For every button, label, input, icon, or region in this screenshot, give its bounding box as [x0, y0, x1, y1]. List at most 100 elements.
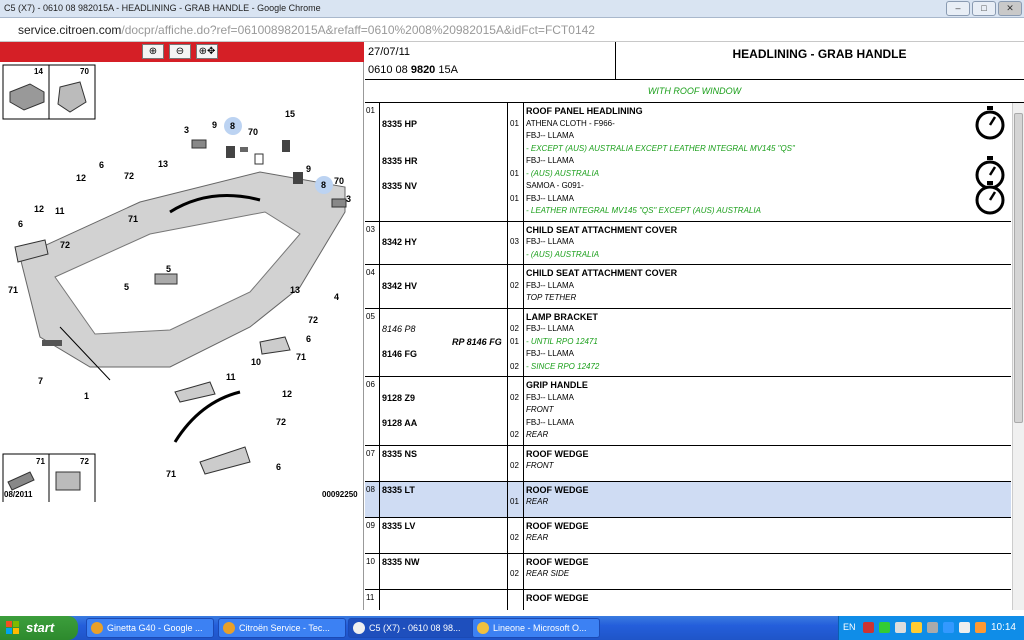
part-title: ROOF WEDGE	[526, 484, 589, 495]
window-titlebar[interactable]: C5 (X7) - 0610 08 982015A - HEADLINING -…	[0, 0, 1024, 18]
clock[interactable]: 10:14	[990, 622, 1016, 633]
row-number: 11	[366, 592, 375, 602]
callout: 6	[276, 462, 281, 472]
part-detail: - SINCE RPO 12472	[526, 361, 600, 371]
quantity-cell: 02	[508, 553, 524, 589]
callout: 8	[230, 121, 235, 131]
language-indicator[interactable]: EN	[843, 622, 856, 632]
part-number-cell: 8335 HP 8335 HR 8335 NV	[380, 103, 508, 221]
part-number[interactable]: 8335 LT	[382, 484, 415, 495]
address-bar[interactable]: service.citroen.com/docpr/affiche.do?ref…	[0, 18, 1024, 42]
part-number[interactable]: 8342 HY	[382, 237, 418, 247]
network-icon[interactable]	[879, 622, 890, 633]
exploded-diagram[interactable]: 14 70 3 9 8 70 15 6 72 12	[0, 62, 364, 502]
part-number[interactable]: 8146 FG	[382, 349, 418, 359]
part-number[interactable]: 9128 Z9	[382, 392, 416, 403]
part-number[interactable]: 9128 AA	[382, 417, 418, 428]
quantity: 02	[510, 533, 519, 542]
callout: 10	[251, 357, 261, 367]
callout: 12	[282, 389, 292, 399]
part-detail: FBJ-- LLAMA	[526, 324, 575, 333]
callout: 9	[212, 120, 217, 130]
callout: 6	[99, 160, 104, 170]
part-number[interactable]: 8335 NV	[382, 181, 418, 191]
maximize-button[interactable]: □	[972, 1, 996, 16]
part-detail: FBJ-- LLAMA	[526, 280, 575, 290]
close-button[interactable]: ✕	[998, 1, 1022, 16]
labour-time-icon[interactable]	[975, 106, 1005, 140]
tray-icon[interactable]	[927, 622, 938, 633]
callout-group: 3 9 8 70 15 6 72 12 13 9 8 70 3 12 11 71…	[8, 109, 351, 479]
highlight-8-icon[interactable]	[224, 117, 242, 135]
part-number[interactable]: 8335 NS	[382, 448, 418, 459]
inset-label: 72	[80, 457, 89, 466]
part-number[interactable]: 8146 P8	[382, 324, 416, 334]
row-number: 05	[366, 311, 375, 321]
start-button[interactable]: start	[0, 616, 78, 640]
quantity: 02	[510, 461, 519, 470]
minimize-button[interactable]: –	[946, 1, 970, 16]
grab-handle-rear	[199, 446, 251, 475]
part-detail: SAMOA - G091-	[526, 181, 584, 190]
part-detail: FBJ-- LLAMA	[526, 417, 575, 427]
zoom-fit-button[interactable]: ⊕✥	[196, 44, 218, 59]
tray-icon[interactable]	[943, 622, 954, 633]
diagram-panel: ⊕ ⊖ ⊕✥ 14 70 3	[0, 42, 364, 610]
sub-header-text: WITH ROOF WINDOW	[647, 86, 742, 96]
quantity: 01	[510, 118, 519, 128]
labour-time-icon[interactable]	[975, 181, 1005, 215]
callout: 5	[166, 264, 171, 274]
task-ginetta[interactable]: Ginetta G40 - Google ...	[86, 618, 214, 638]
grab-handle-left	[14, 239, 49, 263]
highlight-8-icon[interactable]	[315, 176, 333, 194]
address-url[interactable]: service.citroen.com/docpr/affiche.do?ref…	[18, 23, 595, 37]
part-9	[293, 172, 303, 184]
callout: 11	[55, 206, 65, 216]
part-number[interactable]: 8335 HP	[382, 118, 418, 129]
row-number-cell: 07	[365, 445, 380, 481]
task-lineone[interactable]: Lineone - Microsoft O...	[472, 618, 600, 638]
zoom-in-button[interactable]: ⊕	[142, 44, 164, 59]
part-number[interactable]: 8342 HV	[382, 280, 418, 291]
part-number[interactable]: 8335 NW	[382, 556, 420, 567]
quantity: 02	[510, 361, 519, 371]
part-title: CHILD SEAT ATTACHMENT COVER	[526, 268, 678, 278]
part-number[interactable]: 8335 HR	[382, 156, 418, 166]
part-title: GRIP HANDLE	[526, 380, 588, 390]
task-citroen-service[interactable]: Citroën Service - Tec...	[218, 618, 346, 638]
quantity: 01	[510, 336, 519, 346]
tray-icon[interactable]	[911, 622, 922, 633]
part-detail: FBJ-- LLAMA	[526, 392, 575, 402]
parts-header: 27/07/11 0610 08 9820 15A HEADLINING - G…	[365, 42, 1024, 80]
tray-icon[interactable]	[975, 622, 986, 633]
part-detail: FBJ-- LLAMA	[526, 156, 575, 165]
task-label: Lineone - Microsoft O...	[493, 623, 587, 633]
replacement-part-number[interactable]: RP 8146 FG	[452, 336, 502, 347]
zoom-out-button[interactable]: ⊖	[169, 44, 191, 59]
scrollbar-thumb[interactable]	[1014, 113, 1023, 423]
part-number[interactable]: 8335 LV	[382, 520, 416, 531]
row-number-cell: 10	[365, 553, 380, 589]
tray-icon[interactable]	[863, 622, 874, 633]
task-c5-parts[interactable]: C5 (X7) - 0610 08 98...	[348, 618, 476, 638]
callout: 12	[34, 204, 44, 214]
address-host: service.citroen.com	[18, 23, 122, 37]
part-15	[282, 140, 290, 152]
tray-icon[interactable]	[959, 622, 970, 633]
labour-time-icon[interactable]	[975, 156, 1005, 190]
callout: 72	[308, 315, 318, 325]
volume-icon[interactable]	[895, 622, 906, 633]
vertical-scrollbar[interactable]	[1012, 103, 1024, 610]
callout: 3	[184, 125, 189, 135]
